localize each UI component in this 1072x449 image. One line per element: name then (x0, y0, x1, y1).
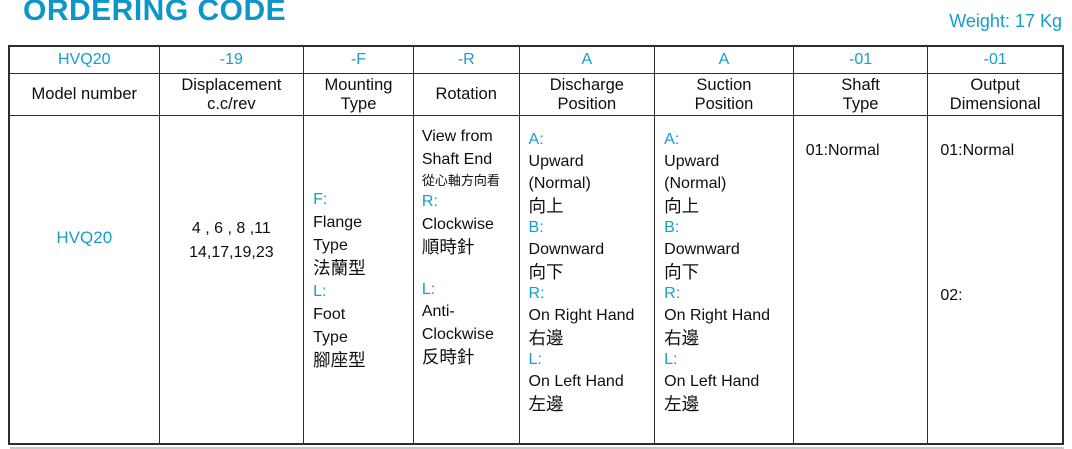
option-label: (Normal) (528, 175, 591, 192)
option-code: B: (664, 219, 680, 236)
option-code: R: (421, 193, 438, 210)
header-cell-shaft-type: Shaft Type (793, 74, 929, 116)
code-cell-displacement: -19 (159, 47, 305, 74)
header-cell-model-number: Model number (10, 74, 160, 116)
rotation-note: Shaft End (421, 150, 493, 168)
header-cell-output-dimensional: Output Dimensional (928, 74, 1062, 116)
body-cell-model-number: HVQ20 (10, 116, 160, 443)
header-label: Discharge (549, 75, 624, 94)
option-code: L: (421, 280, 436, 298)
code-cell-suction: A (655, 47, 794, 74)
option-label: Anti- (421, 303, 455, 320)
model-number-value: HVQ20 (56, 227, 113, 247)
option-label: Type (313, 236, 348, 254)
header-label: Displacement (181, 75, 282, 94)
header-label: Type (340, 94, 377, 113)
option-label-zh: 左邊 (664, 394, 700, 414)
option-label: Upward (664, 153, 720, 170)
option-label: On Right Hand (664, 307, 770, 324)
option-label: 01:Normal (805, 142, 880, 159)
body-cell-discharge-position: A: Upward (Normal) 向上 B: Downward 向下 R: … (520, 116, 656, 443)
option-label-zh: 順時針 (421, 237, 475, 257)
code-cell-shaft: -01 (793, 47, 929, 74)
ordering-code-table: HVQ20 -19 -F -R A A -01 -01 Model number… (8, 45, 1064, 449)
option-label-zh: 反時針 (421, 347, 475, 367)
header-label: Mounting (324, 75, 393, 94)
option-label-zh: 右邊 (528, 328, 564, 348)
body-cell-displacement: 4 , 6 , 8 ,11 14,17,19,23 (160, 116, 305, 443)
option-label: 02: (940, 287, 963, 304)
header-label: Model number (31, 85, 138, 103)
option-label: Foot (313, 305, 346, 323)
option-label: Downward (664, 241, 740, 258)
header-label: Suction (696, 75, 752, 94)
code-cell-model: HVQ20 (10, 47, 160, 74)
body-cell-suction-position: A: Upward (Normal) 向上 B: Downward 向下 R: … (655, 116, 794, 443)
option-label: 01:Normal (940, 142, 1015, 159)
displacement-values-line: 4 , 6 , 8 ,11 (191, 219, 271, 237)
header-cell-discharge-position: Discharge Position (519, 74, 656, 116)
option-label: Downward (528, 241, 605, 258)
option-label: On Left Hand (664, 373, 760, 390)
option-code: B: (528, 219, 544, 236)
header-label: Dimensional (949, 94, 1041, 113)
option-label-zh: 向下 (528, 262, 564, 282)
body-cell-shaft-type: 01:Normal (794, 116, 929, 443)
option-code: A: (528, 131, 544, 148)
option-label: Upward (528, 153, 584, 170)
code-cell-rotation: -R (413, 47, 520, 74)
rotation-note: View from (421, 128, 493, 145)
option-label-zh: 向下 (664, 262, 700, 282)
option-label: Clockwise (421, 325, 494, 343)
option-label-zh: 左邊 (528, 394, 564, 414)
option-label: Type (313, 328, 348, 346)
code-cell-discharge: A (519, 47, 656, 74)
page-title: ORDERING CODE (23, 0, 287, 27)
body-cell-rotation: View from Shaft End 從心軸方向看 R: Clockwise … (414, 116, 520, 443)
header-label: Position (557, 94, 617, 113)
option-code: L: (528, 351, 542, 368)
option-label-zh: 法蘭型 (313, 257, 366, 278)
header-cell-rotation: Rotation (413, 74, 520, 116)
option-label-zh: 右邊 (664, 328, 700, 348)
header-cell-displacement: Displacement c.c/rev (159, 74, 305, 116)
header-label: Rotation (435, 85, 497, 103)
option-label-zh: 腳座型 (313, 349, 366, 370)
option-code: F: (313, 190, 328, 208)
option-code: A: (664, 131, 680, 148)
rotation-note-zh: 從心軸方向看 (421, 173, 500, 188)
body-cell-output-dimensional: 01:Normal 02: (928, 116, 1062, 443)
displacement-values-line: 14,17,19,23 (189, 243, 274, 261)
spacer (422, 259, 519, 279)
header-label: Shaft (841, 75, 880, 94)
option-label: (Normal) (664, 175, 727, 192)
option-label: On Right Hand (528, 307, 635, 324)
body-cell-mounting-type: F: Flange Type 法蘭型 L: Foot Type 腳座型 (304, 116, 414, 443)
header-cell-mounting-type: Mounting Type (304, 74, 414, 116)
option-code: L: (313, 282, 327, 300)
weight-note: Weight: 17 Kg (949, 11, 1062, 31)
option-label-zh: 向上 (664, 196, 700, 216)
option-code: R: (528, 285, 545, 302)
header-label: Output (970, 75, 1020, 94)
header-label: Type (842, 94, 879, 113)
option-label: On Left Hand (528, 373, 624, 390)
code-cell-mounting: -F (304, 47, 414, 74)
header-cell-suction-position: Suction Position (655, 74, 794, 116)
header-label: Position (694, 94, 754, 113)
option-code: L: (664, 351, 678, 368)
option-code: R: (664, 285, 681, 302)
option-label-zh: 向上 (528, 196, 564, 216)
header-label: c.c/rev (207, 94, 256, 113)
code-cell-output: -01 (928, 47, 1062, 74)
option-label: Flange (313, 213, 363, 231)
option-label: Clockwise (421, 215, 494, 233)
